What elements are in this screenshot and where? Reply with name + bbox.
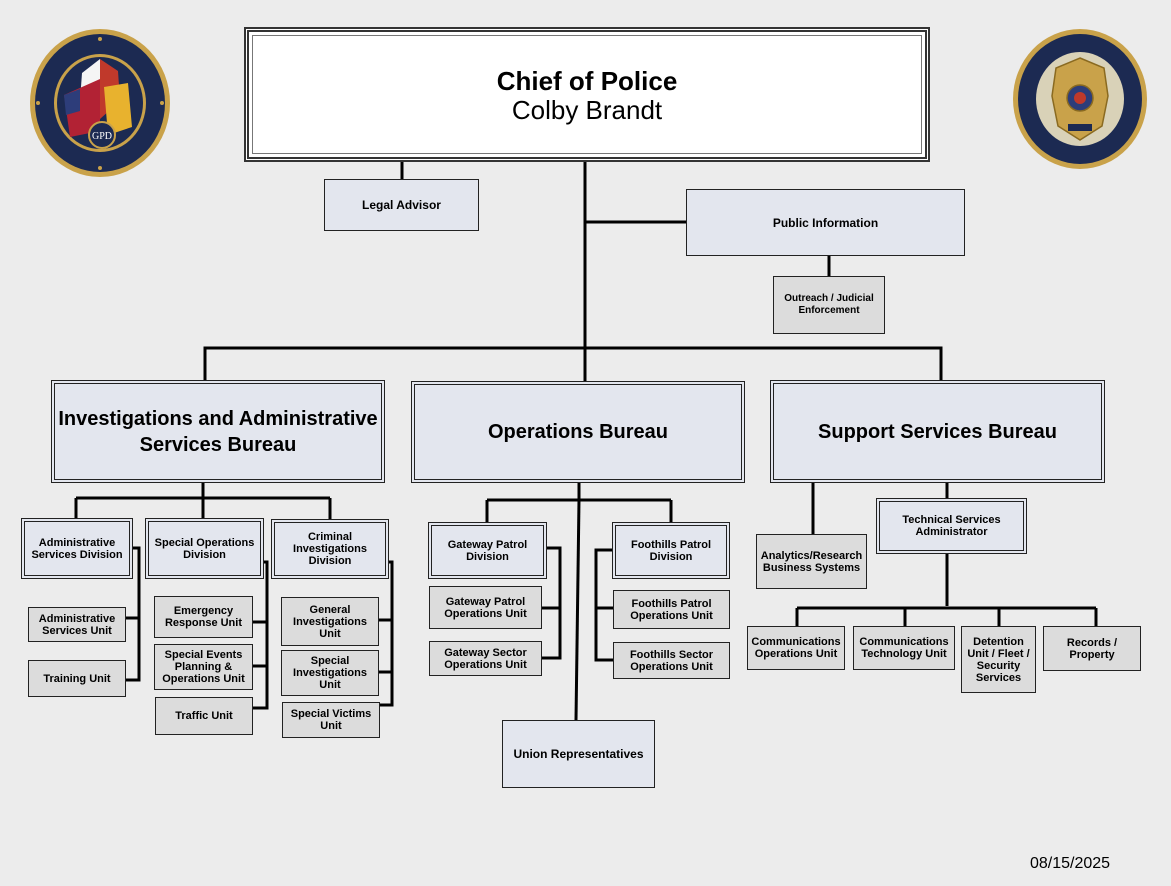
detention-fleet-security-box: Detention Unit / Fleet / Security Servic…: [961, 626, 1036, 693]
foothills-sector-operations-unit-box: Foothills Sector Operations Unit: [613, 642, 730, 679]
gateway-sector-operations-unit-box: Gateway Sector Operations Unit: [429, 641, 542, 676]
foothills-patrol-division-box: Foothills Patrol Division: [612, 522, 730, 579]
legal-advisor-box: Legal Advisor: [324, 179, 479, 231]
emergency-response-unit-box: Emergency Response Unit: [154, 596, 253, 638]
foothills-patrol-operations-unit-box: Foothills Patrol Operations Unit: [613, 590, 730, 629]
gpd-seal-logo: GPD: [30, 29, 170, 177]
chief-of-police-box: Chief of Police Colby Brandt: [244, 27, 930, 162]
union-representatives-box: Union Representatives: [502, 720, 655, 788]
revision-date: 08/15/2025: [1030, 855, 1111, 872]
chief-name: Colby Brandt: [511, 94, 663, 125]
chief-title: Chief of Police: [496, 65, 678, 96]
administrative-services-division-box: Administrative Services Division: [21, 518, 133, 579]
records-property-box: Records / Property: [1043, 626, 1141, 671]
special-operations-division-box: Special Operations Division: [145, 518, 264, 579]
gateway-patrol-division-box: Gateway Patrol Division: [428, 522, 547, 579]
special-events-unit-box: Special Events Planning & Operations Uni…: [154, 644, 253, 690]
operations-bureau-box: Operations Bureau: [411, 381, 745, 483]
administrative-services-unit-box: Administrative Services Unit: [28, 607, 126, 642]
support-bureau-box: Support Services Bureau: [770, 380, 1105, 483]
special-investigations-unit-box: Special Investigations Unit: [281, 650, 379, 696]
outreach-box: Outreach / Judicial Enforcement: [773, 276, 885, 334]
special-victims-unit-box: Special Victims Unit: [282, 702, 380, 738]
investigations-bureau-box: Investigations and Administrative Servic…: [51, 380, 385, 483]
communications-technology-unit-box: Communications Technology Unit: [853, 626, 955, 670]
public-information-box: Public Information: [686, 189, 965, 256]
technical-services-administrator-box: Technical Services Administrator: [876, 498, 1027, 554]
communications-operations-unit-box: Communications Operations Unit: [747, 626, 845, 670]
glendale-badge-seal-logo: [1013, 29, 1147, 169]
seal-center-text: GPD: [92, 131, 112, 142]
traffic-unit-box: Traffic Unit: [155, 697, 253, 735]
analytics-research-box: Analytics/Research Business Systems: [756, 534, 867, 589]
training-unit-box: Training Unit: [28, 660, 126, 697]
gateway-patrol-operations-unit-box: Gateway Patrol Operations Unit: [429, 586, 542, 629]
general-investigations-unit-box: General Investigations Unit: [281, 597, 379, 646]
criminal-investigations-division-box: Criminal Investigations Division: [271, 519, 389, 579]
